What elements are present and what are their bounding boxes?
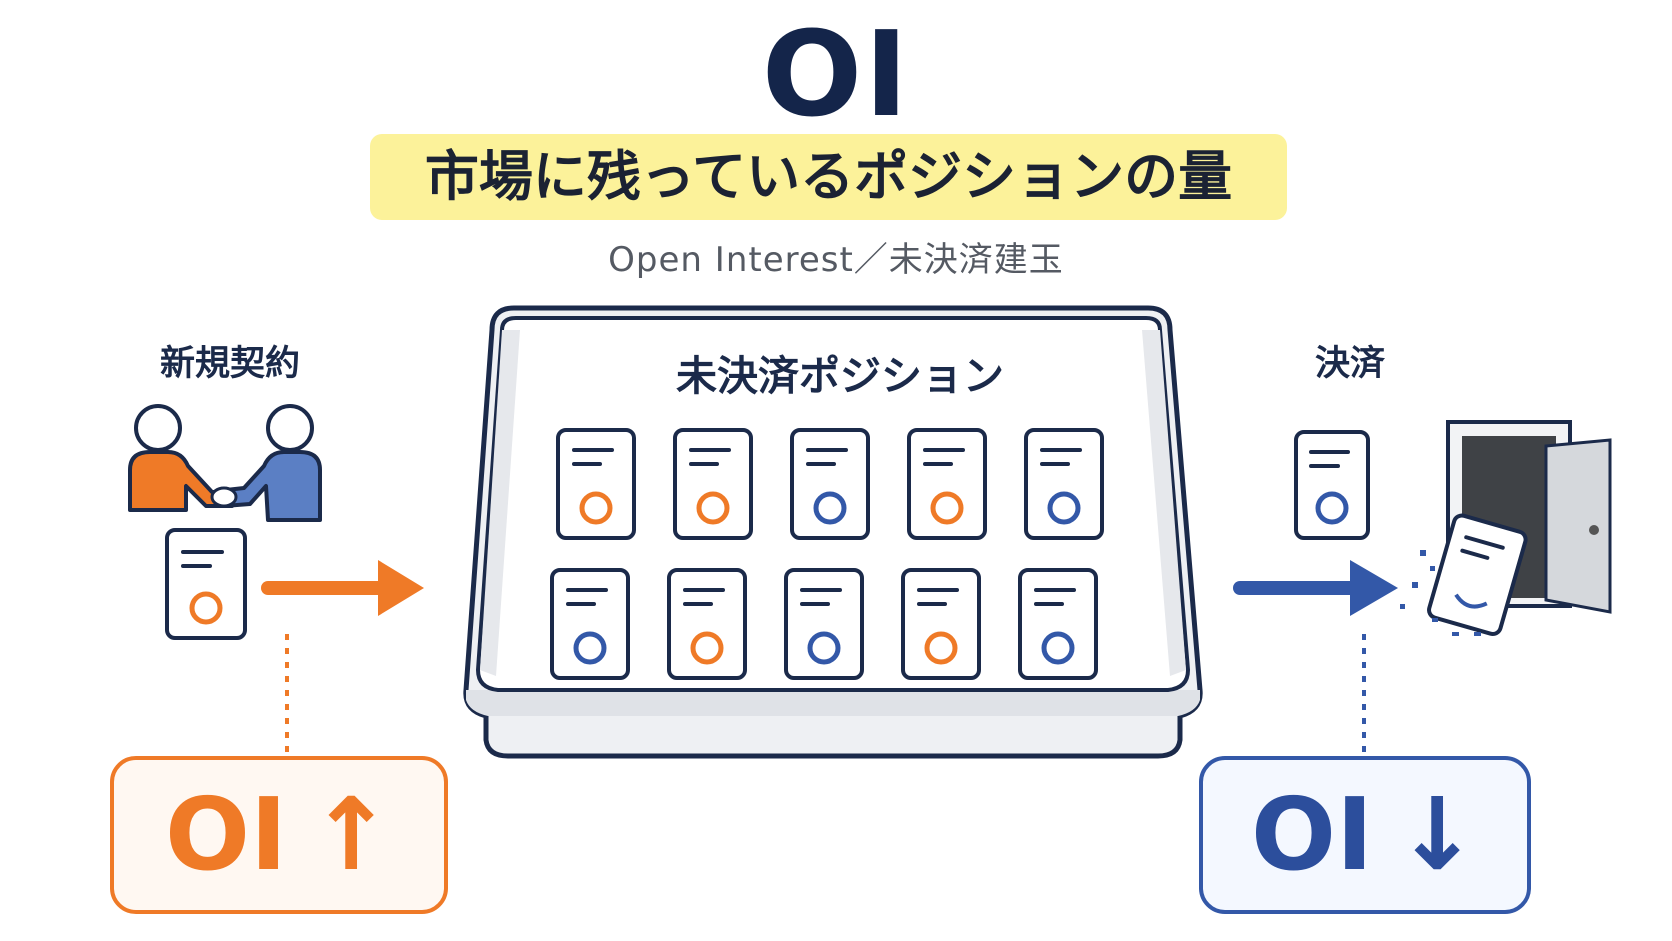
position-card: [784, 568, 864, 680]
right-arrow-icon: [1233, 560, 1398, 616]
settlement-label: 決済: [1314, 344, 1385, 384]
position-card: [673, 428, 753, 540]
position-card: [1024, 428, 1104, 540]
handshake-people-icon: [128, 404, 322, 522]
position-card: [901, 568, 981, 680]
position-card: [790, 428, 870, 540]
contract-card-icon: [1427, 513, 1528, 637]
open-positions-label: 未決済ポジション: [676, 352, 1004, 400]
caption: Open Interest／未決済建玉: [608, 240, 1064, 280]
position-card: [1018, 568, 1098, 680]
down-arrow-icon: ↓: [1395, 776, 1479, 893]
orange-position-marker: [690, 631, 724, 665]
tray-cards: [550, 428, 1104, 680]
dissolve-particles: [1400, 550, 1481, 636]
contract-card-icon: [165, 528, 247, 640]
orange-position-marker: [579, 491, 613, 525]
position-card: [550, 568, 630, 680]
position-card: [907, 428, 987, 540]
open-door-icon: [1446, 420, 1612, 614]
contract-card-icon: [1294, 430, 1370, 540]
right-arrow-icon: [261, 560, 424, 616]
position-card: [667, 568, 747, 680]
oi-decrease-badge: OI ↓: [1199, 756, 1531, 914]
blue-position-marker: [573, 631, 607, 665]
blue-position-marker: [1047, 491, 1081, 525]
oi-increase-badge: OI ↑: [110, 756, 448, 914]
oi-increase-text: OI: [164, 776, 288, 893]
oi-decrease-text: OI: [1250, 776, 1374, 893]
new-contract-label: 新規契約: [159, 344, 300, 384]
subtitle: 市場に残っているポジションの量: [424, 145, 1233, 208]
blue-position-marker: [1041, 631, 1075, 665]
orange-position-marker: [696, 491, 730, 525]
subtitle-highlight: [370, 134, 1287, 220]
up-arrow-icon: ↑: [309, 776, 393, 893]
orange-position-marker: [924, 631, 958, 665]
page-title: OI: [761, 5, 911, 143]
position-card: [556, 428, 636, 540]
blue-position-marker: [807, 631, 841, 665]
blue-position-marker: [813, 491, 847, 525]
orange-position-marker: [930, 491, 964, 525]
